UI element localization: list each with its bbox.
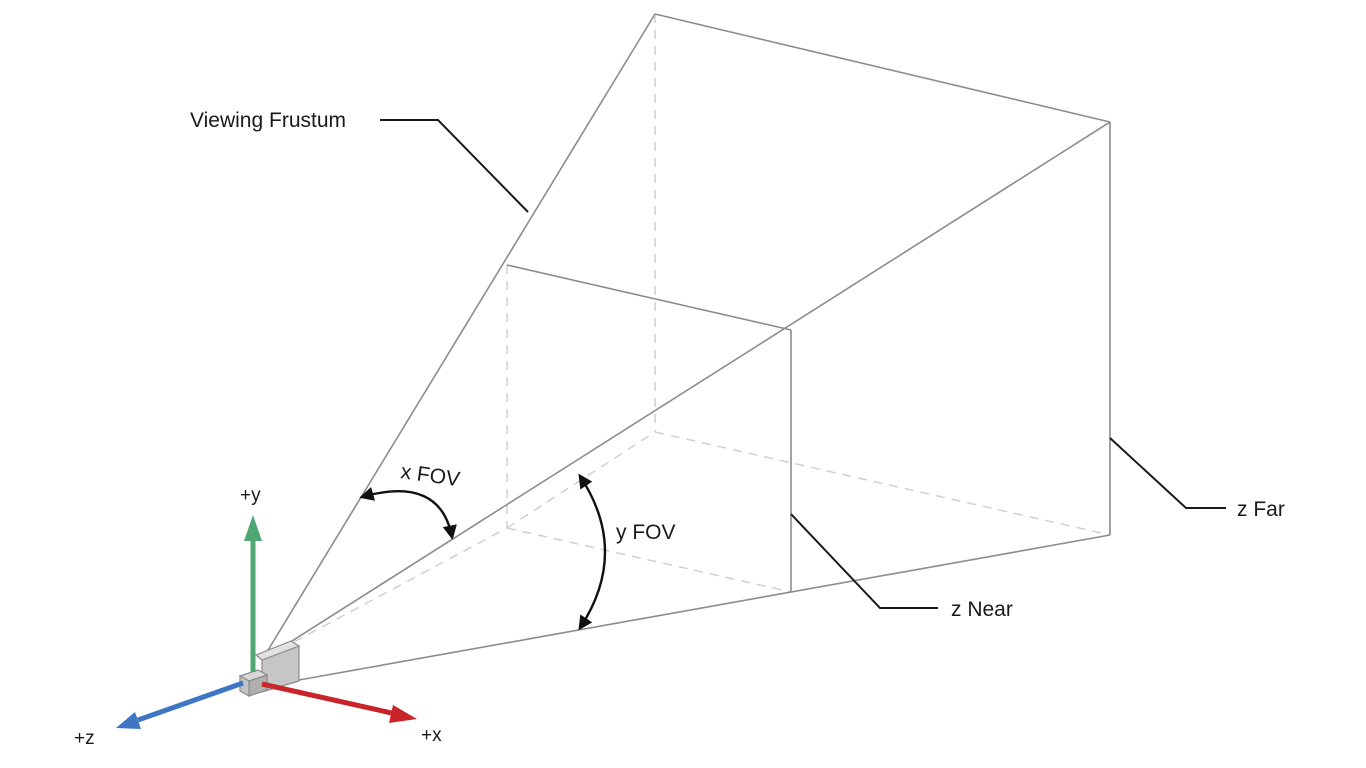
x-axis-arrowhead (389, 705, 417, 723)
z-axis-arrowhead (116, 712, 141, 729)
z-far-label: z Far (1237, 498, 1285, 521)
near-hidden-bottom-edge (506, 527, 792, 593)
top-left-ray (261, 13, 656, 661)
viewing-frustum-label: Viewing Frustum (190, 109, 346, 132)
bottom-right-ray (298, 534, 1111, 681)
near-top-edge (506, 264, 792, 331)
z-axis-label: +z (74, 728, 95, 749)
x-fov-arc (359, 486, 457, 540)
x-axis-arrow (261, 681, 397, 717)
far-top-edge (654, 13, 1111, 123)
z-axis-arrow (137, 680, 244, 723)
x-axis-label: +x (421, 725, 442, 746)
z-near-label: z Near (951, 598, 1013, 621)
hidden-edges (265, 14, 1111, 658)
x-fov-label: x FOV (399, 460, 461, 491)
far-hidden-bottom-edge (654, 431, 1111, 536)
z-near-leader-line (790, 513, 938, 609)
z-far-leader-line (1109, 437, 1226, 509)
frustum-edges (261, 13, 1111, 681)
hidden-apex-ray (265, 527, 508, 658)
y-axis-label: +y (240, 485, 261, 506)
far-hidden-left-edge (506, 431, 656, 529)
top-right-ray (261, 121, 1111, 661)
y-axis-arrowhead (244, 515, 262, 541)
y-fov-arc (578, 473, 607, 631)
y-fov-label: y FOV (616, 521, 676, 544)
coordinate-axes (116, 515, 417, 729)
frustum-leader-line (380, 119, 529, 213)
